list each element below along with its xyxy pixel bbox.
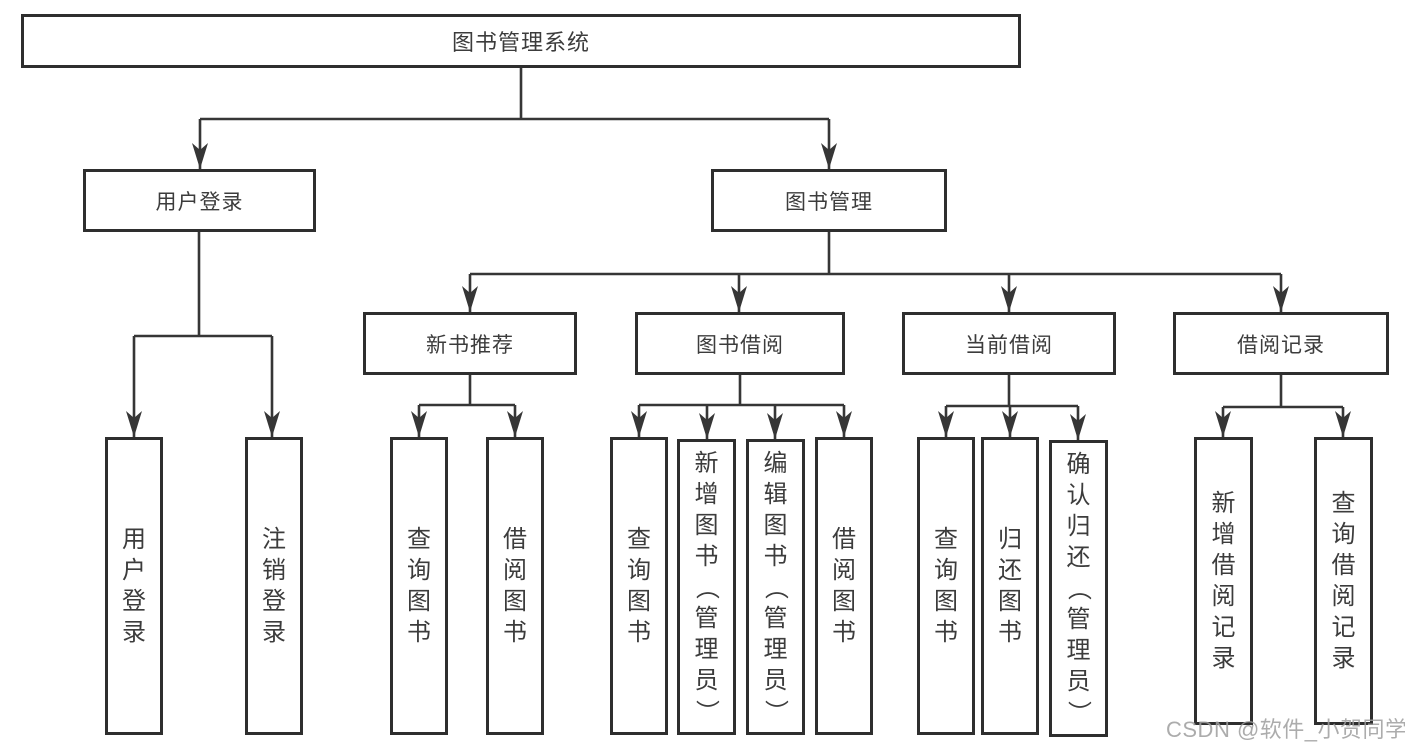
connector-borrow-records-subtree [1221, 375, 1345, 437]
arrowhead [821, 143, 837, 169]
arrowhead [631, 411, 647, 437]
arrowhead [1273, 286, 1289, 312]
arrowhead [192, 143, 208, 169]
arrowhead [938, 411, 954, 437]
node-user-login: 用户登录 [83, 169, 316, 232]
arrowhead [507, 411, 523, 437]
arrowhead [126, 411, 142, 437]
leaf-add-books-admin: 新增图书（管理员） [677, 439, 736, 735]
csdn-watermark: CSDN @软件_小贺同学 [1166, 717, 1405, 742]
arrowhead [1215, 411, 1231, 437]
arrowhead [1070, 414, 1086, 440]
arrowhead [836, 411, 852, 437]
leaf-user-login: 用户登录 [105, 437, 163, 735]
arrowhead [1001, 286, 1017, 312]
leaf-query-books-current: 查询图书 [917, 437, 975, 735]
leaf-borrow-books-recommend: 借阅图书 [486, 437, 544, 735]
arrowhead [767, 413, 783, 439]
leaf-return-books: 归还图书 [981, 437, 1039, 735]
connector-book-borrow-subtree [637, 375, 846, 439]
arrowhead [462, 286, 478, 312]
connector-book-mgmt-groups [468, 232, 1283, 312]
node-current-borrow: 当前借阅 [902, 312, 1116, 375]
arrowhead [1335, 411, 1351, 437]
leaf-logout: 注销登录 [245, 437, 303, 735]
connector-root-level2 [198, 68, 831, 169]
connector-user-login-subtree [132, 232, 274, 437]
leaf-add-borrow-record: 新增借阅记录 [1194, 437, 1253, 725]
arrowhead [264, 411, 280, 437]
leaf-confirm-return-admin: 确认归还（管理员） [1049, 440, 1108, 737]
node-book-borrow: 图书借阅 [635, 312, 845, 375]
node-book-management: 图书管理 [711, 169, 947, 232]
leaf-edit-books-admin: 编辑图书（管理员） [746, 439, 805, 735]
arrowhead [411, 411, 427, 437]
node-borrow-records: 借阅记录 [1173, 312, 1389, 375]
arrowhead [731, 286, 747, 312]
node-root: 图书管理系统 [21, 14, 1021, 68]
arrowhead [1002, 411, 1018, 437]
arrowhead [699, 413, 715, 439]
leaf-query-books-recommend: 查询图书 [390, 437, 448, 735]
leaf-borrow-books: 借阅图书 [815, 437, 873, 735]
leaf-query-borrow-record: 查询借阅记录 [1314, 437, 1373, 725]
leaf-query-books-borrow: 查询图书 [610, 437, 668, 735]
connector-new-book-subtree [417, 375, 517, 437]
node-new-book-recommend: 新书推荐 [363, 312, 577, 375]
